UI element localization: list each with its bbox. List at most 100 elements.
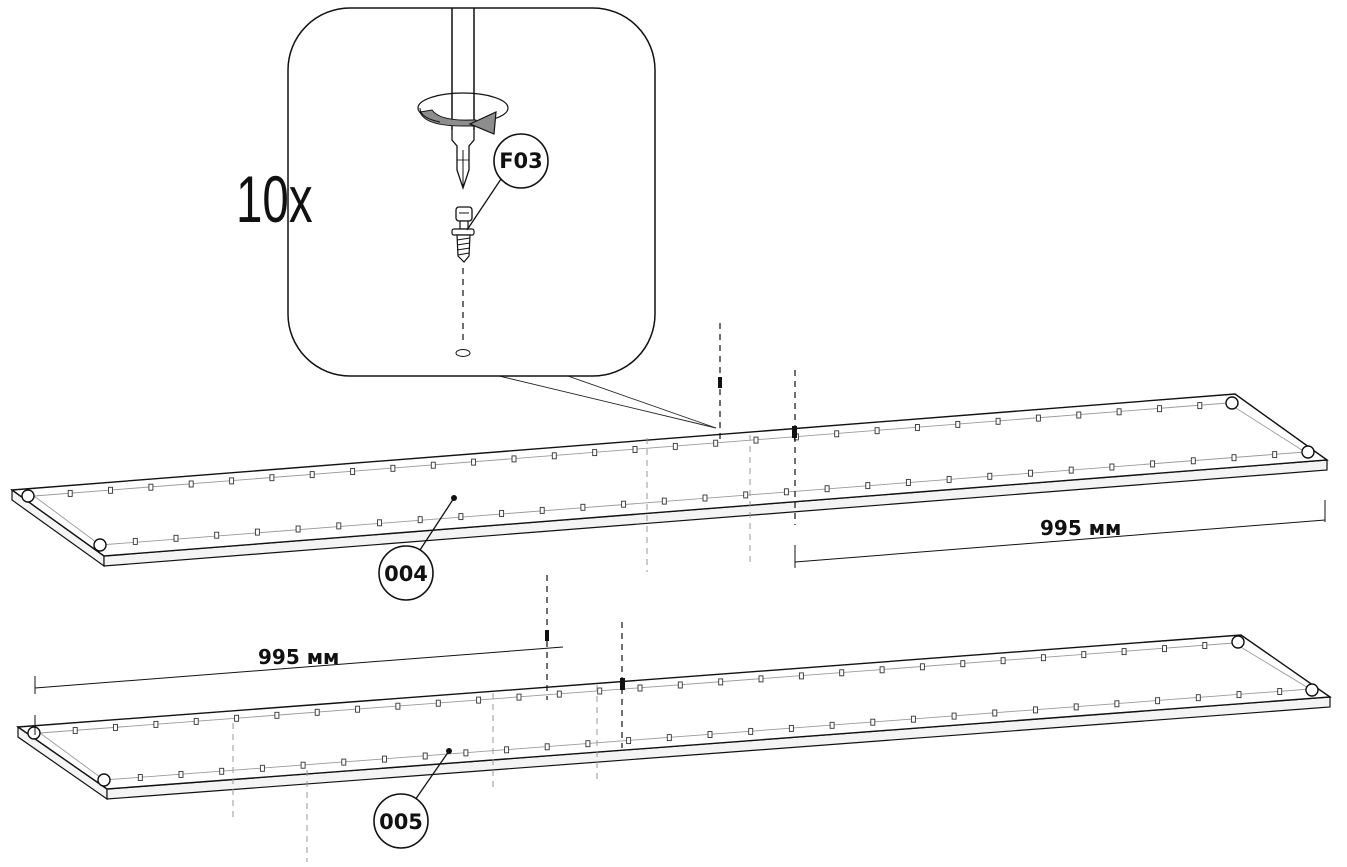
dowel-hole xyxy=(707,731,713,738)
corner-cam-icon xyxy=(1225,396,1239,410)
dowel-hole xyxy=(67,489,73,497)
dowel-hole xyxy=(637,684,643,692)
dowel-hole xyxy=(300,761,306,769)
dowel-hole xyxy=(677,681,683,689)
dowel-hole xyxy=(1116,408,1122,416)
dowel-hole xyxy=(632,446,638,453)
dimension-label-004: 995 мм xyxy=(1040,516,1121,540)
dowel-hole xyxy=(382,755,387,763)
dowel-hole xyxy=(108,486,113,494)
dowel-holes xyxy=(137,688,1283,781)
dowel-hole xyxy=(874,427,880,435)
dowel-hole xyxy=(132,537,138,545)
dowel-hole xyxy=(666,734,672,742)
rotation-arrow-icon xyxy=(417,92,509,135)
dowel-hole xyxy=(788,724,794,732)
dowel-hole xyxy=(987,472,993,480)
dowel-hole xyxy=(1109,463,1115,471)
dowel-hole xyxy=(214,531,220,539)
dowel-hole xyxy=(1114,700,1120,708)
corner-cam-icon xyxy=(1301,445,1315,459)
dowel-hole xyxy=(274,711,280,719)
dowel-hole xyxy=(1028,469,1033,477)
dowel-hole xyxy=(153,720,159,728)
dowel-hole xyxy=(955,420,961,428)
inset-leader-line xyxy=(564,374,717,429)
dowel-hole xyxy=(758,675,764,683)
screwdriver-icon xyxy=(451,8,475,191)
panel-005: 005 995 мм xyxy=(15,575,1333,862)
dowel-hole xyxy=(905,479,911,486)
corner-cam-icon xyxy=(93,538,107,552)
dowel-hole xyxy=(713,439,719,447)
cam-bolt-marker xyxy=(620,678,625,690)
dowel-hole xyxy=(173,534,179,542)
dowel-hole xyxy=(914,424,920,431)
dowel-hole xyxy=(1033,706,1038,714)
dowel-hole xyxy=(544,743,550,751)
dowel-hole xyxy=(1040,654,1046,662)
cam-bolt-marker xyxy=(792,426,797,438)
dowel-hole xyxy=(269,474,275,482)
part-label-005: 005 xyxy=(379,810,423,834)
dowel-hole xyxy=(178,770,184,778)
dowel-hole xyxy=(753,436,759,444)
dowel-hole xyxy=(499,510,505,517)
dowel-hole xyxy=(1000,657,1006,665)
dowel-hole xyxy=(511,455,517,463)
dowel-hole xyxy=(1197,402,1203,410)
inset-leader-line xyxy=(494,374,717,429)
corner-cam-icon xyxy=(21,489,35,503)
dowel-hole xyxy=(219,767,225,775)
dowel-hole xyxy=(839,669,845,677)
dowel-hole xyxy=(355,705,361,713)
dimension-label-005: 995 мм xyxy=(258,645,339,669)
part-callout xyxy=(373,793,429,849)
dowel-hole xyxy=(621,500,627,508)
dowel-hole xyxy=(592,449,598,457)
hardware-part-label: F03 xyxy=(499,149,543,173)
dowel-hole xyxy=(229,477,235,485)
detail-inset-frame xyxy=(287,7,656,377)
dowel-hole xyxy=(234,714,240,722)
dowel-hole xyxy=(585,740,591,748)
dowel-hole xyxy=(254,528,260,536)
dowel-hole xyxy=(829,721,835,729)
dowel-hole xyxy=(783,488,789,496)
corner-cam-icon xyxy=(1231,635,1245,649)
dimension-line: 995 мм xyxy=(34,645,564,735)
dowel-hole xyxy=(1195,694,1201,702)
dowel-hole xyxy=(336,522,342,530)
dowel-hole xyxy=(1277,688,1283,695)
cam-bolt-icon xyxy=(451,206,475,263)
dowel-hole xyxy=(1081,651,1087,659)
dowel-hole xyxy=(1035,414,1041,422)
dowel-hole xyxy=(516,693,522,701)
dowel-hole xyxy=(1162,645,1167,653)
panel-top-face xyxy=(15,634,1333,790)
dowel-hole xyxy=(672,442,678,450)
dowel-hole xyxy=(834,430,840,438)
dowel-hole xyxy=(626,737,632,745)
dowel-hole xyxy=(1155,697,1161,705)
dowel-hole xyxy=(865,482,871,490)
dowel-hole xyxy=(951,712,957,720)
dowel-holes xyxy=(132,451,1278,545)
dowel-hole xyxy=(113,723,118,731)
quantity-label: 10x xyxy=(236,163,313,236)
panel-top-face xyxy=(10,393,1329,557)
part-label-004: 004 xyxy=(384,562,428,586)
dowel-hole xyxy=(422,752,428,760)
dowel-hole xyxy=(661,497,667,505)
dowel-hole xyxy=(597,687,603,695)
dowel-hole xyxy=(259,764,265,772)
dowel-hole xyxy=(1231,454,1237,462)
dowel-hole xyxy=(1236,691,1242,699)
dowel-hole xyxy=(417,516,423,524)
dowel-hole xyxy=(580,503,586,511)
dowel-hole xyxy=(1157,405,1162,413)
dowel-hole xyxy=(798,672,804,680)
dowel-hole xyxy=(458,513,464,521)
dowel-hole xyxy=(995,417,1001,425)
